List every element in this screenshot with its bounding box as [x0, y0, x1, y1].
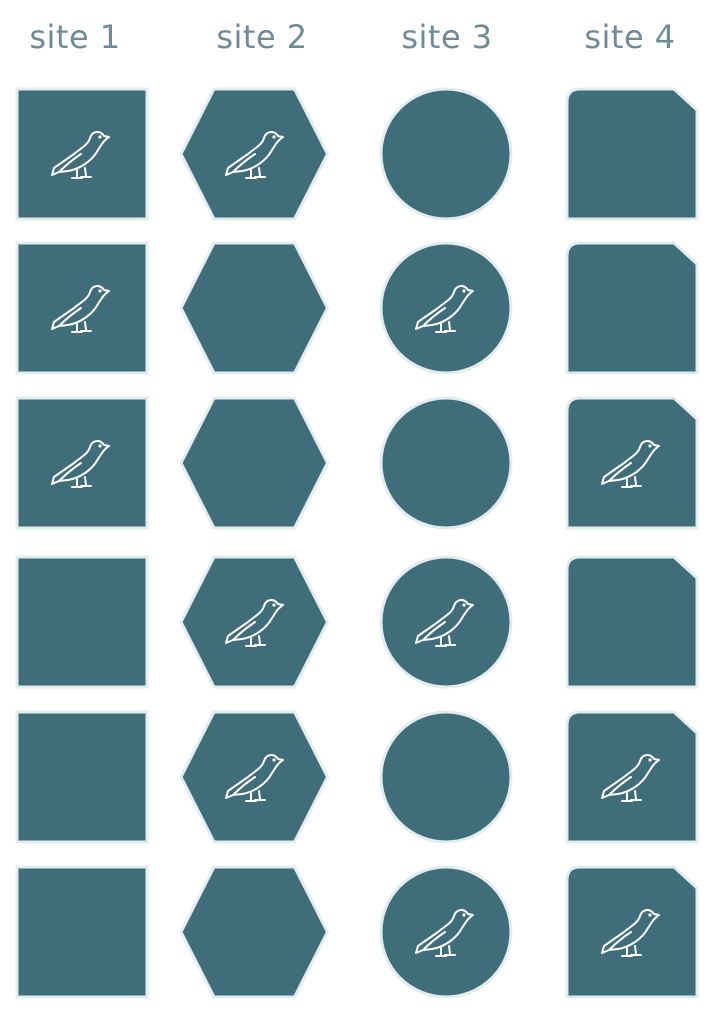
circle-cell-site-3-row-4 — [379, 555, 513, 689]
square-cell-site-1-row-2 — [15, 241, 149, 375]
bird-icon — [51, 440, 110, 488]
circle-cell-site-3-row-3 — [379, 396, 513, 530]
hexagon-cell-site-2-row-6 — [179, 865, 330, 999]
bird-icon — [225, 754, 284, 802]
circle-cell-site-3-row-5 — [379, 710, 513, 844]
square-cell-site-1-row-1 — [15, 87, 149, 221]
bird-icon — [601, 754, 660, 802]
bird-icon — [601, 909, 660, 957]
hexagon-shape — [179, 396, 330, 530]
square-cell-site-1-row-5 — [15, 710, 149, 844]
hexagon-shape — [179, 865, 330, 999]
circle-shape — [379, 87, 513, 221]
square-cell-site-1-row-3 — [15, 396, 149, 530]
circle-cell-site-3-row-6 — [379, 865, 513, 999]
square-shape — [15, 710, 149, 844]
hexagon-cell-site-2-row-4 — [179, 555, 330, 689]
square-cell-site-1-row-6 — [15, 865, 149, 999]
cut-corner-square-shape — [565, 241, 699, 375]
cut-corner-square-shape — [565, 87, 699, 221]
column-header-site-4: site 4 — [584, 18, 676, 56]
cut-corner-square-cell-site-4-row-4 — [565, 555, 699, 689]
circle-shape — [379, 396, 513, 530]
bird-icon — [51, 131, 110, 179]
square-cell-site-1-row-4 — [15, 555, 149, 689]
cut-corner-square-shape — [565, 555, 699, 689]
hexagon-cell-site-2-row-3 — [179, 396, 330, 530]
circle-cell-site-3-row-1 — [379, 87, 513, 221]
hexagon-cell-site-2-row-2 — [179, 241, 330, 375]
bird-icon — [415, 599, 474, 647]
square-shape — [15, 865, 149, 999]
cut-corner-square-cell-site-4-row-1 — [565, 87, 699, 221]
circle-shape — [379, 710, 513, 844]
bird-icon — [225, 599, 284, 647]
square-shape — [15, 555, 149, 689]
hexagon-cell-site-2-row-5 — [179, 710, 330, 844]
column-header-site-2: site 2 — [216, 18, 308, 56]
cut-corner-square-cell-site-4-row-3 — [565, 396, 699, 530]
column-header-site-3: site 3 — [401, 18, 493, 56]
column-header-site-1: site 1 — [29, 18, 121, 56]
bird-icon — [415, 285, 474, 333]
cut-corner-square-cell-site-4-row-5 — [565, 710, 699, 844]
cut-corner-square-cell-site-4-row-2 — [565, 241, 699, 375]
bird-icon — [415, 909, 474, 957]
bird-icon — [51, 285, 110, 333]
circle-cell-site-3-row-2 — [379, 241, 513, 375]
cut-corner-square-cell-site-4-row-6 — [565, 865, 699, 999]
square-shape — [15, 241, 149, 375]
hexagon-cell-site-2-row-1 — [179, 87, 330, 221]
bird-icon — [225, 131, 284, 179]
hexagon-shape — [179, 241, 330, 375]
bird-icon — [601, 440, 660, 488]
